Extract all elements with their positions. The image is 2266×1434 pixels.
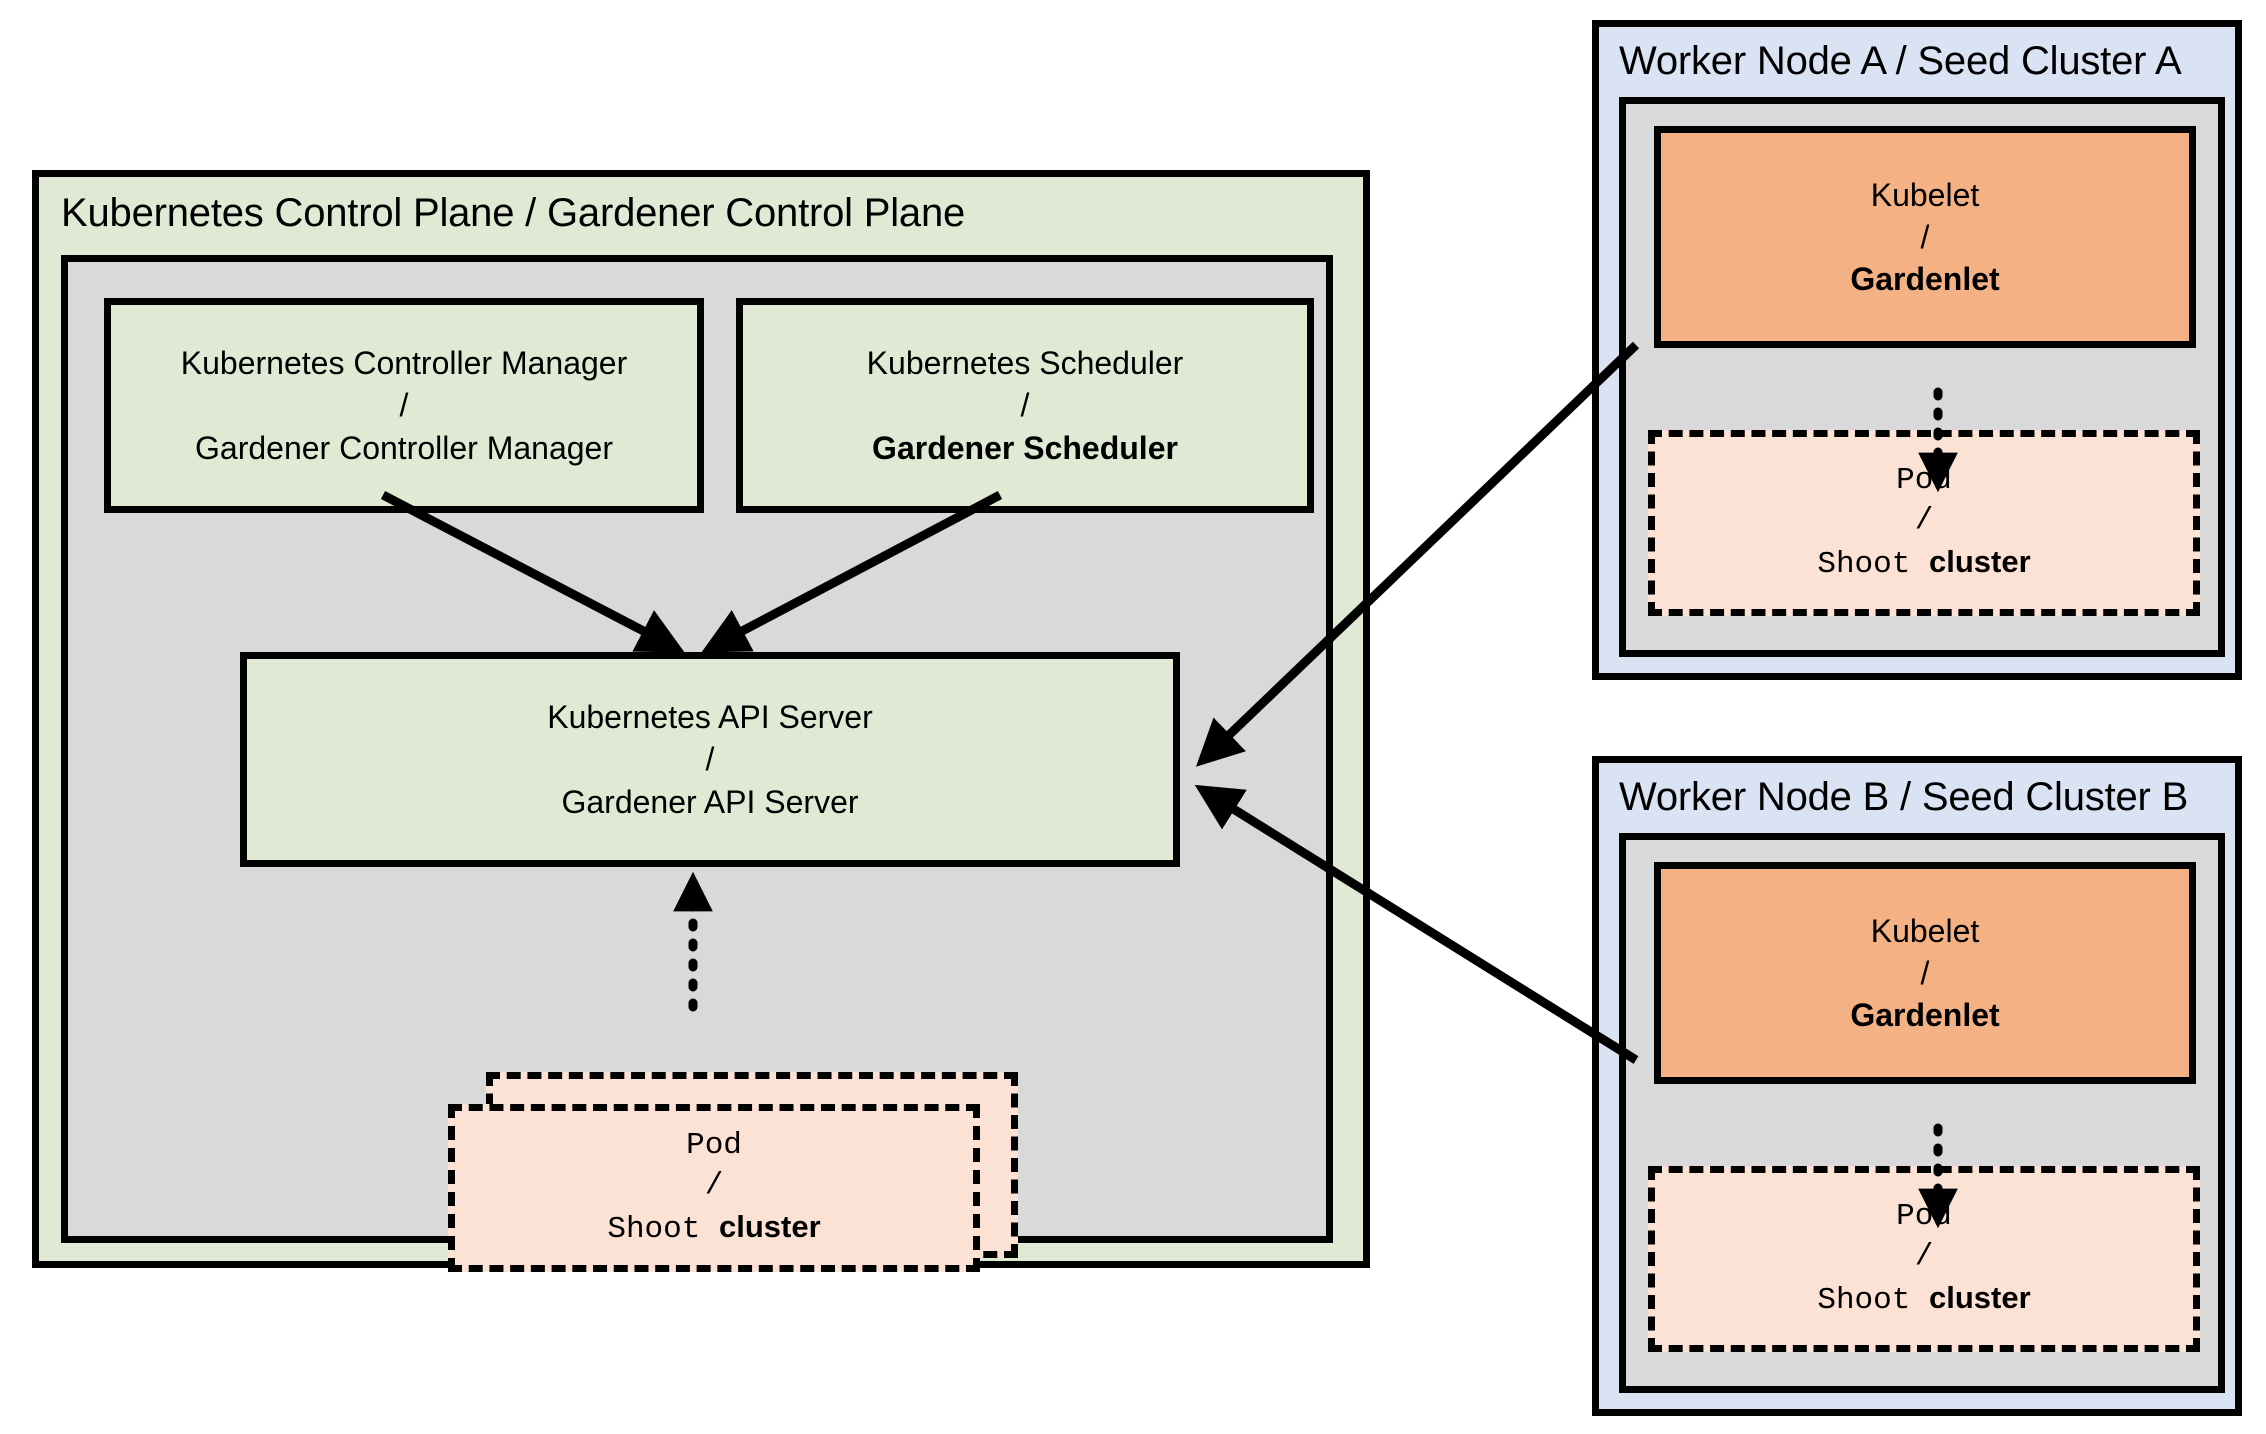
kubelet-b-line1: Kubelet: [1870, 912, 1980, 949]
controller-manager-line2: Gardener Controller Manager: [195, 429, 613, 466]
control-plane-container: Kubernetes Control Plane / Gardener Cont…: [32, 170, 1370, 1272]
api-server-separator: /: [705, 741, 715, 778]
controller-manager-line1: Kubernetes Controller Manager: [180, 345, 628, 382]
control-plane-pod-line2: Shoot cluster: [607, 1207, 820, 1250]
scheduler-line1: Kubernetes Scheduler: [866, 345, 1184, 382]
control-plane-pod-line2-plain: Shoot: [607, 1211, 719, 1247]
kubelet-a-line2: Gardenlet: [1850, 261, 2000, 298]
worker-node-b-container: Worker Node B / Seed Cluster B Kubelet /…: [1592, 756, 2242, 1416]
pod-b-line1: Pod: [1896, 1199, 1952, 1235]
gardenlet-a-box[interactable]: Kubelet / Gardenlet: [1654, 126, 2196, 348]
control-plane-pod-stack: Pod / Shoot cluster: [448, 1072, 1018, 1272]
scheduler-separator: /: [1020, 387, 1030, 424]
api-server-line1: Kubernetes API Server: [547, 699, 873, 736]
kubelet-a-line1: Kubelet: [1870, 176, 1980, 213]
kubelet-b-line2: Gardenlet: [1850, 997, 2000, 1034]
pod-b-line2: Shoot cluster: [1817, 1278, 2030, 1321]
control-plane-pod-separator: /: [704, 1168, 724, 1204]
pod-b-line2-plain: Shoot: [1817, 1282, 1929, 1318]
kubelet-a-separator: /: [1920, 218, 1930, 255]
pod-b-separator: /: [1914, 1239, 1934, 1275]
controller-manager-separator: /: [399, 387, 409, 424]
control-plane-title: Kubernetes Control Plane / Gardener Cont…: [61, 191, 966, 235]
pod-a-line2-plain: Shoot: [1817, 546, 1929, 582]
worker-node-b-title: Worker Node B / Seed Cluster B: [1619, 775, 2189, 819]
worker-node-a-inner-area: Kubelet / Gardenlet Pod / Shoot cluster: [1619, 97, 2225, 657]
kubelet-b-separator: /: [1920, 954, 1930, 991]
kubernetes-controller-manager-box[interactable]: Kubernetes Controller Manager / Gardener…: [104, 298, 704, 513]
api-server-line2: Gardener API Server: [561, 783, 859, 820]
pod-a-separator: /: [1914, 503, 1934, 539]
kubernetes-scheduler-box[interactable]: Kubernetes Scheduler / Gardener Schedule…: [736, 298, 1314, 513]
control-plane-pod-line1: Pod: [686, 1128, 742, 1164]
pod-b-line2-bold: cluster: [1928, 1279, 2031, 1315]
pod-a-line1: Pod: [1896, 463, 1952, 499]
pod-a-line2-bold: cluster: [1928, 543, 2031, 579]
scheduler-line2: Gardener Scheduler: [872, 429, 1178, 466]
worker-node-a-container: Worker Node A / Seed Cluster A Kubelet /…: [1592, 20, 2242, 680]
worker-node-a-title: Worker Node A / Seed Cluster A: [1619, 39, 2182, 83]
pod-a-line2: Shoot cluster: [1817, 542, 2030, 585]
gardenlet-b-box[interactable]: Kubelet / Gardenlet: [1654, 862, 2196, 1084]
control-plane-inner-area: Kubernetes Controller Manager / Gardener…: [61, 255, 1333, 1272]
kubernetes-api-server-box[interactable]: Kubernetes API Server / Gardener API Ser…: [240, 652, 1180, 867]
worker-node-b-inner-area: Kubelet / Gardenlet Pod / Shoot cluster: [1619, 833, 2225, 1393]
control-plane-pod-line2-bold: cluster: [718, 1208, 821, 1244]
worker-node-b-pod-box[interactable]: Pod / Shoot cluster: [1648, 1166, 2200, 1352]
worker-node-a-pod-box[interactable]: Pod / Shoot cluster: [1648, 430, 2200, 616]
control-plane-pod-box[interactable]: Pod / Shoot cluster: [448, 1104, 980, 1272]
